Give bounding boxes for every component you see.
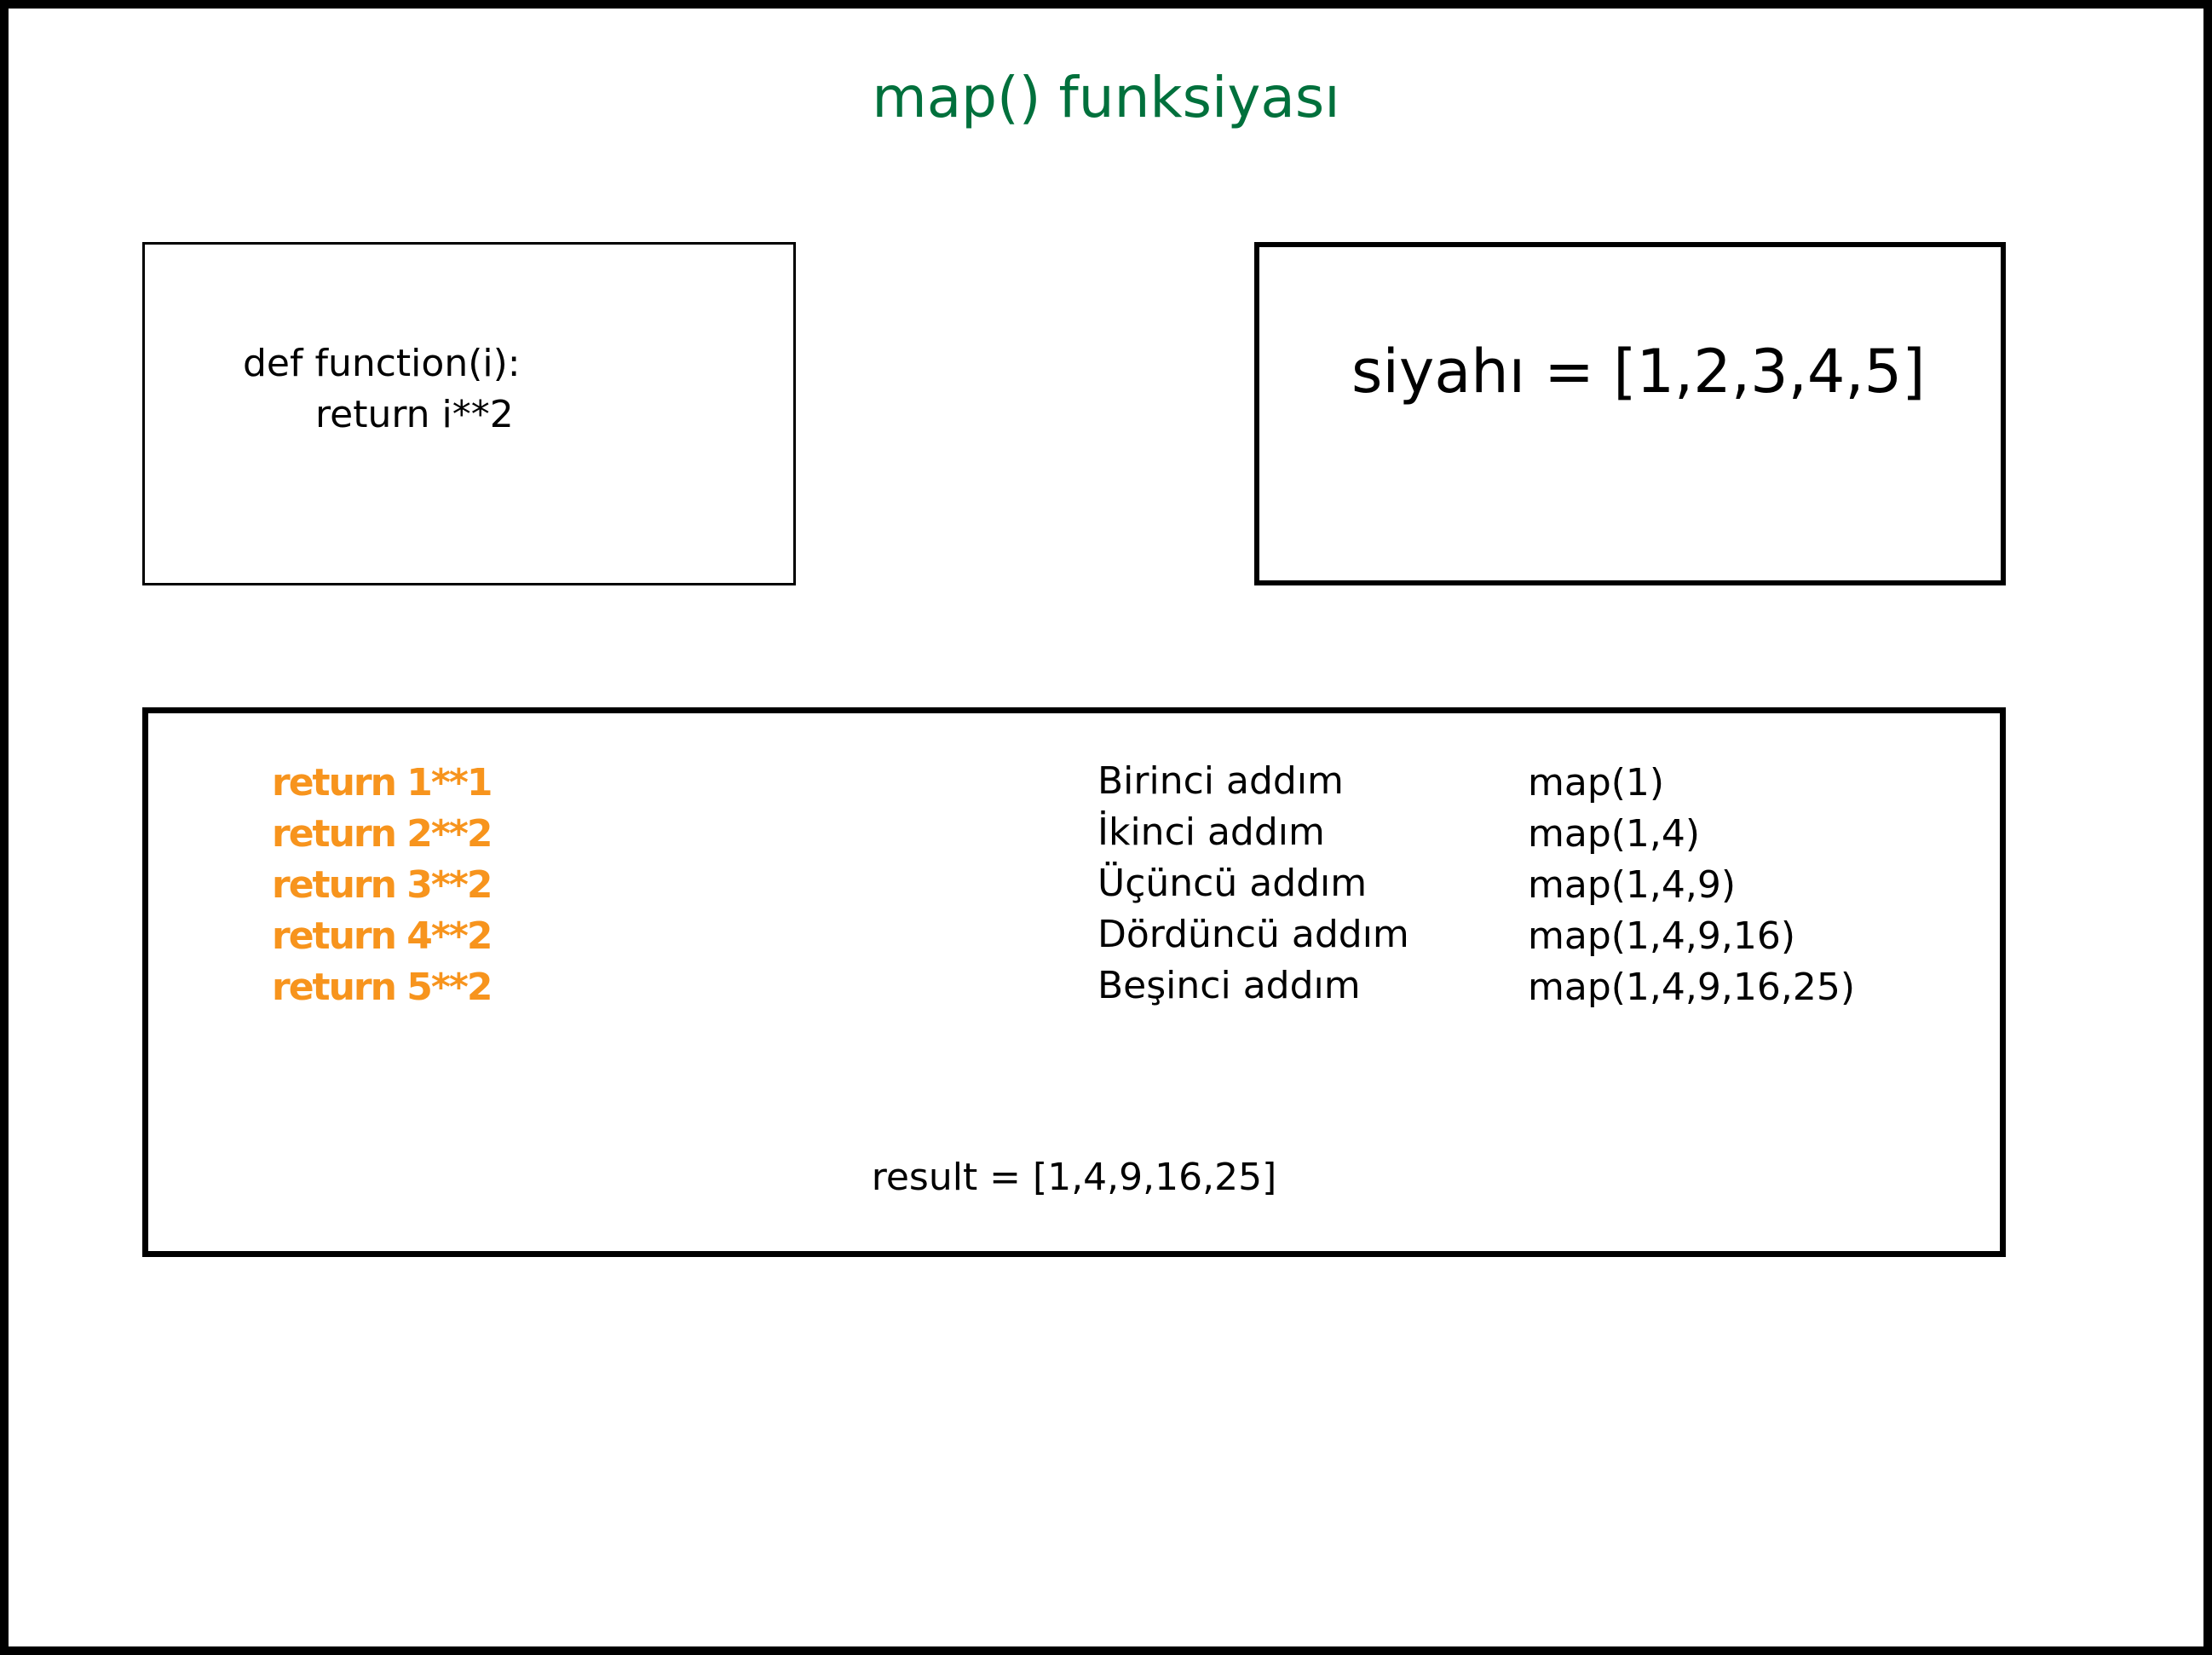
diagram-title: map() funksiyası xyxy=(872,65,1340,130)
step-label: Üçüncü addım xyxy=(1097,862,1368,905)
return-line: return 2**2 xyxy=(272,812,493,856)
step-label: Dördüncü addım xyxy=(1097,913,1409,956)
function-def-line: def function(i): xyxy=(243,342,521,385)
list-box: siyahı = [1,2,3,4,5] xyxy=(1254,242,2006,585)
step-label: Birinci addım xyxy=(1097,759,1344,803)
map-state: map(1,4,9,16,25) xyxy=(1528,966,1855,1009)
return-line: return 4**2 xyxy=(272,914,493,958)
map-state: map(1,4,9) xyxy=(1528,863,1737,907)
list-assignment: siyahı = [1,2,3,4,5] xyxy=(1351,337,1926,407)
map-state: map(1,4) xyxy=(1528,812,1701,856)
step-label: İkinci addım xyxy=(1097,810,1325,854)
step-label: Beşinci addım xyxy=(1097,964,1361,1007)
steps-box: return 1**1 return 2**2 return 3**2 retu… xyxy=(142,707,2006,1257)
result-line: result = [1,4,9,16,25] xyxy=(871,1156,1277,1199)
map-state: map(1,4,9,16) xyxy=(1528,914,1796,958)
function-return-line: return i**2 xyxy=(315,393,514,436)
map-state: map(1) xyxy=(1528,761,1665,804)
function-definition-box: def function(i): return i**2 xyxy=(142,242,796,585)
return-line: return 5**2 xyxy=(272,966,493,1009)
return-line: return 1**1 xyxy=(272,761,493,804)
return-line: return 3**2 xyxy=(272,863,493,907)
